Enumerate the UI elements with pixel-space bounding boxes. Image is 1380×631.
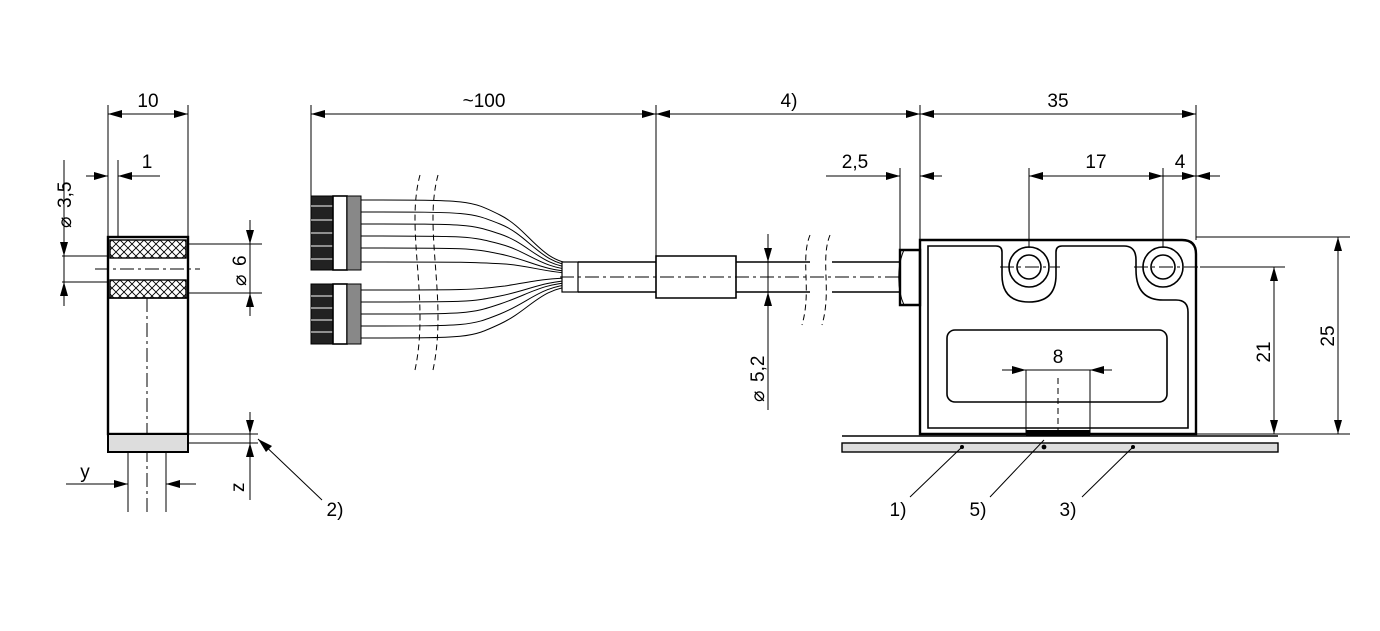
mounting-plate: 1) 5) 3): [841, 435, 1279, 521]
crimp-terminals-top: [310, 195, 362, 271]
side-view: 10 1 ⌀ 3,5 ⌀ 6 z y: [55, 91, 343, 521]
dim-side-width: 10: [137, 91, 158, 112]
top-dimensions: ~100 4) 35 2,5 17 4: [310, 91, 1220, 256]
cable-assembly: [310, 174, 922, 371]
label-window: [946, 329, 1168, 403]
axis-y: y: [80, 462, 90, 483]
crimp-terminals-bottom: [310, 283, 362, 345]
cable-diameter-dim: ⌀ 5,2: [748, 234, 772, 410]
dim-bore-large-symbol: ⌀: [230, 275, 251, 286]
dim-bore-small-symbol: ⌀: [55, 217, 76, 228]
callout-1: 1): [890, 500, 907, 521]
dim-housing-height: 25: [1318, 325, 1339, 346]
dim-cable-diameter: 5,2: [748, 356, 769, 382]
dim-hole-edge: 4: [1175, 152, 1186, 173]
axis-z: z: [228, 483, 249, 493]
dim-cable-offset: 2,5: [842, 152, 868, 173]
dim-hole-height: 21: [1254, 341, 1275, 362]
bushing-hatch-bottom: [109, 279, 187, 299]
dim-lead-length: ~100: [463, 91, 506, 112]
dim-hole-spacing: 17: [1085, 152, 1106, 173]
lead-wires: [360, 199, 576, 339]
dim-housing-width: 35: [1047, 91, 1068, 112]
dim-bore-small: 3,5: [55, 182, 76, 208]
callout-5: 5): [970, 500, 987, 521]
callout-3: 3): [1060, 500, 1077, 521]
callout-2: 2): [327, 500, 344, 521]
right-dimensions: 21 25: [1196, 236, 1350, 435]
dim-bore-large: 6: [230, 255, 251, 266]
side-view-body: [106, 235, 190, 436]
dim-side-wall: 1: [142, 152, 153, 173]
dim-cable-diameter-symbol: ⌀: [748, 391, 769, 402]
bushing-hatch-top: [109, 239, 187, 259]
dim-sensing-width: 8: [1053, 347, 1064, 368]
dim-cable-length: 4): [781, 91, 798, 112]
side-view-plate: [107, 433, 189, 453]
housing-front-view: 8: [918, 238, 1220, 436]
